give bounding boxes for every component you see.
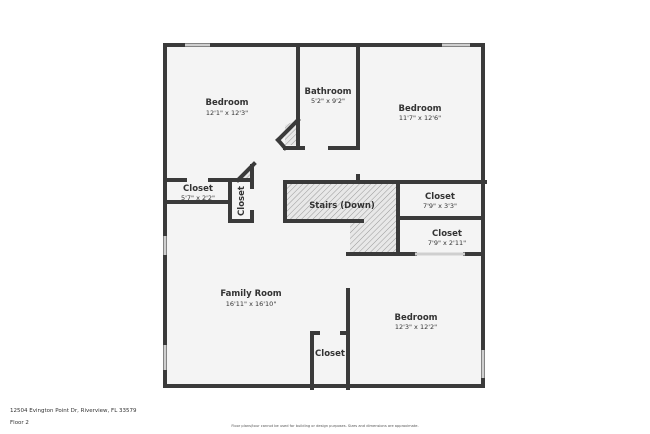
disclaimer: Floor plans/tour cannot be used for buil…	[231, 424, 419, 428]
address: 12504 Evington Point Dr, Riverview, FL 3…	[10, 408, 137, 414]
stairs	[287, 184, 398, 252]
room-bedroom-1: Bedroom 12'1" x 12'3"	[205, 98, 248, 117]
svg-text:12'3" x 12'2": 12'3" x 12'2"	[395, 323, 437, 331]
room-family-room: Family Room 16'11" x 16'10"	[220, 289, 281, 308]
svg-text:5'2" x 9'2": 5'2" x 9'2"	[311, 97, 345, 105]
svg-text:Bedroom: Bedroom	[394, 313, 437, 323]
svg-text:Closet: Closet	[425, 192, 455, 202]
svg-text:Closet: Closet	[183, 184, 213, 194]
interior-walls	[163, 43, 487, 390]
room-closet-2: Closet	[237, 186, 247, 216]
svg-text:Bathroom: Bathroom	[304, 87, 351, 97]
outer-walls	[163, 43, 485, 388]
room-bedroom-3: Bedroom 12'3" x 12'2"	[394, 313, 437, 331]
svg-text:Stairs (Down): Stairs (Down)	[309, 201, 375, 211]
svg-text:Closet: Closet	[237, 186, 247, 216]
svg-text:7'9" x 3'3": 7'9" x 3'3"	[423, 202, 457, 210]
svg-text:7'9" x 2'11": 7'9" x 2'11"	[428, 239, 466, 247]
svg-text:Family Room: Family Room	[220, 289, 281, 299]
svg-text:16'11" x 16'10": 16'11" x 16'10"	[226, 300, 277, 308]
room-closet-5: Closet	[315, 349, 345, 359]
svg-text:Bedroom: Bedroom	[398, 104, 441, 114]
svg-text:Bedroom: Bedroom	[205, 98, 248, 108]
room-closet-1: Closet 5'7" x 2'2"	[181, 184, 215, 202]
svg-text:5'7" x 2'2": 5'7" x 2'2"	[181, 194, 215, 202]
room-bathroom: Bathroom 5'2" x 9'2"	[304, 87, 351, 105]
svg-text:Closet: Closet	[432, 229, 462, 239]
room-bedroom-2: Bedroom 11'7" x 12'6"	[398, 104, 441, 122]
svg-text:Closet: Closet	[315, 349, 345, 359]
svg-text:11'7" x 12'6": 11'7" x 12'6"	[399, 114, 441, 122]
room-stairs: Stairs (Down)	[309, 201, 375, 211]
floor-label: Floor 2	[10, 420, 29, 426]
svg-text:12'1" x 12'3": 12'1" x 12'3"	[206, 109, 248, 117]
room-closet-3: Closet 7'9" x 3'3"	[423, 192, 457, 210]
room-closet-4: Closet 7'9" x 2'11"	[428, 229, 466, 247]
